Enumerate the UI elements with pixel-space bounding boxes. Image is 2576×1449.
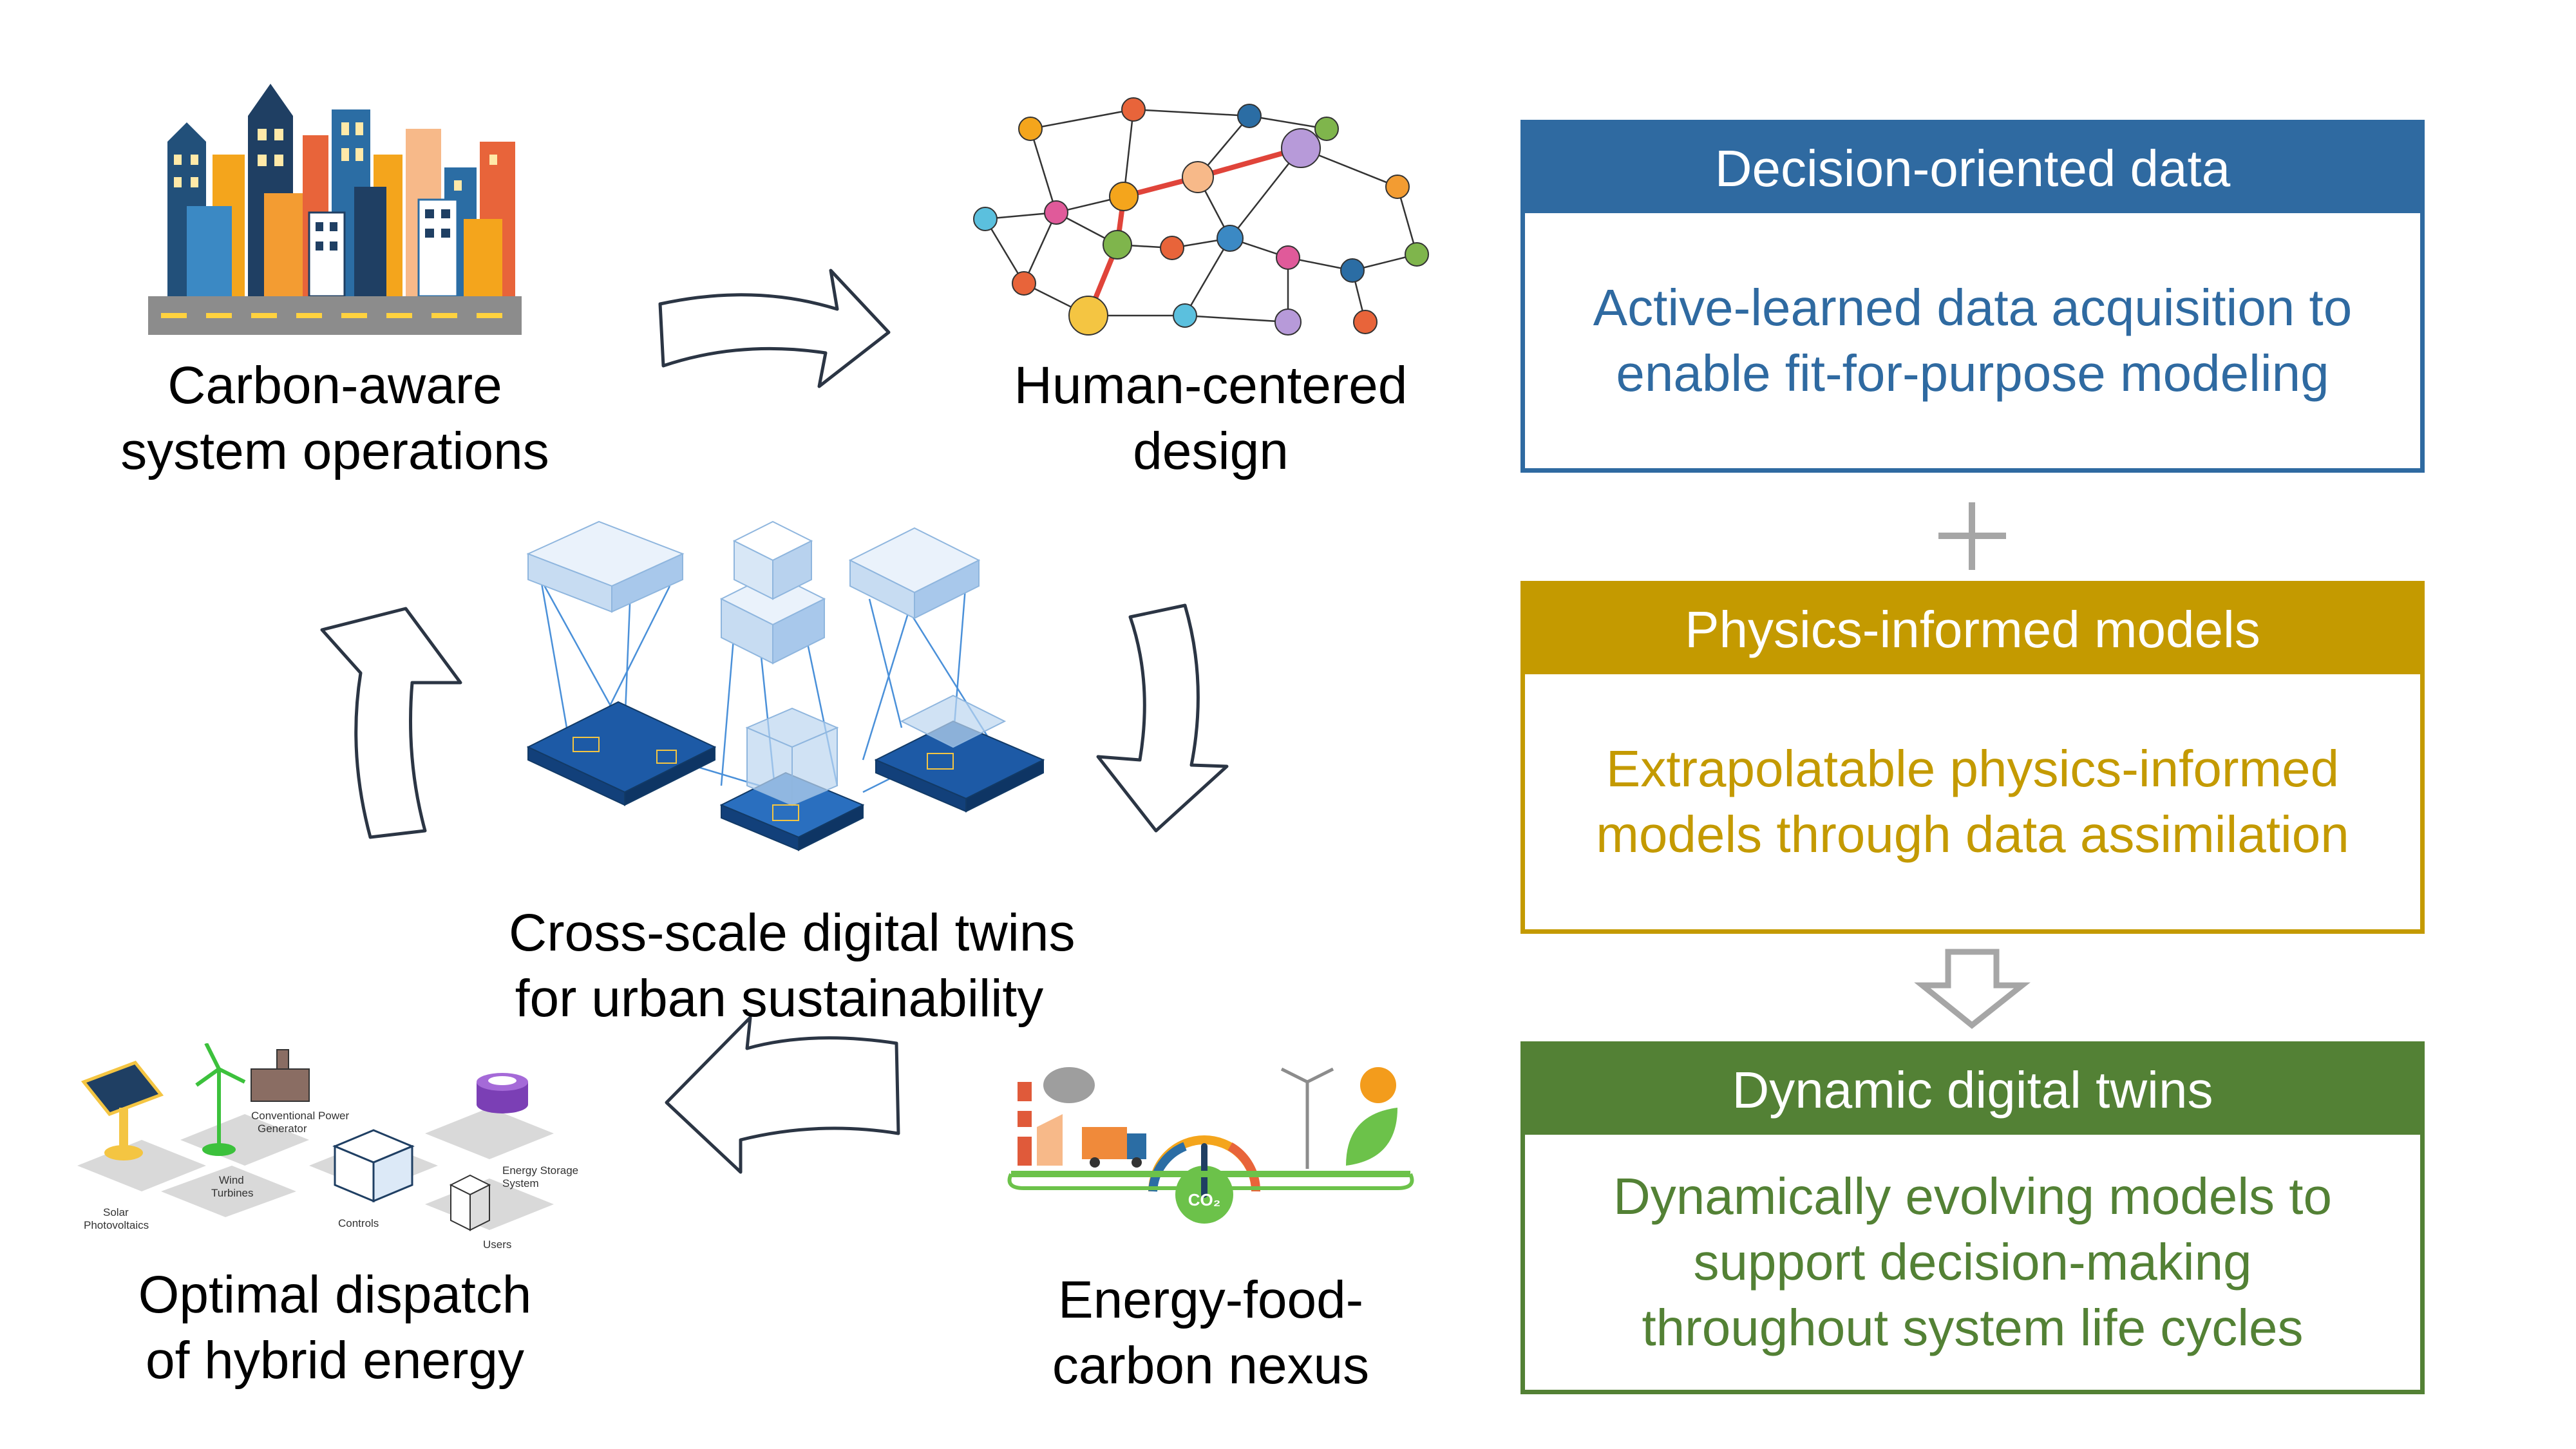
arrow-down-icon — [1096, 603, 1229, 833]
physics-models-line2: models through data assimilation — [1596, 806, 2349, 863]
cycle-arrows — [320, 269, 1229, 1174]
wind-turbine-icon — [195, 1043, 246, 1146]
optimal-dispatch-line1: Optimal dispatch — [138, 1265, 532, 1324]
human-centered-caption: Human-centered design — [947, 353, 1475, 484]
arrow-right-icon — [658, 269, 891, 388]
human-centered-line1: Human-centered — [1014, 356, 1408, 415]
co2-gauge-icon: CO₂ — [1148, 1135, 1261, 1224]
carbon-aware-line1: Carbon-aware — [167, 356, 502, 415]
decision-data-body: Active-learned data acquisition to enabl… — [1525, 213, 2420, 468]
physics-models-box: Physics-informed models Extrapolatable p… — [1520, 581, 2425, 934]
leaf-icon — [1346, 1108, 1397, 1166]
storage-label-line2: System — [502, 1177, 539, 1189]
sun-icon — [1360, 1067, 1396, 1103]
users-building-icon — [449, 1174, 491, 1231]
arrow-up-icon — [320, 607, 462, 839]
wind-label-line2: Turbines — [211, 1187, 254, 1199]
carbon-aware-line2: system operations — [120, 422, 549, 480]
digital-twins-center-caption: Cross-scale digital twins for urban sust… — [509, 900, 1075, 1032]
physics-models-title: Physics-informed models — [1525, 585, 2420, 674]
decision-data-title: Decision-oriented data — [1525, 124, 2420, 213]
wind-label-line1: Wind — [219, 1174, 244, 1186]
wind-turbine-icon — [1280, 1067, 1334, 1169]
dynamic-twins-line3: throughout system life cycles — [1642, 1299, 2304, 1356]
decision-data-box: Decision-oriented data Active-learned da… — [1520, 120, 2425, 473]
physics-models-line1: Extrapolatable physics-informed — [1605, 740, 2340, 797]
conventional-label-line2: Generator — [258, 1122, 307, 1135]
digital-twin-city-illustration — [526, 520, 1045, 851]
people-network-illustration — [973, 97, 1429, 336]
decision-data-line2: enable fit-for-purpose modeling — [1616, 345, 2329, 402]
power-generator-icon — [251, 1049, 310, 1102]
factory-icon — [1018, 1067, 1095, 1166]
conventional-label-line1: Conventional Power — [251, 1110, 349, 1122]
truck-icon — [1082, 1127, 1146, 1168]
controls-icon — [332, 1129, 415, 1203]
optimal-dispatch-line2: of hybrid energy — [145, 1331, 524, 1390]
hybrid-energy-system-illustration: Solar Photovoltaics Wind Turbines Conven… — [77, 1043, 578, 1251]
arrow-left-icon — [665, 1016, 900, 1174]
controls-label: Controls — [338, 1217, 379, 1229]
digital-twins-center-line1: Cross-scale digital twins — [509, 904, 1075, 962]
plus-icon — [1938, 502, 2006, 570]
decision-data-line1: Active-learned data acquisition to — [1593, 279, 2353, 336]
energy-storage-icon — [477, 1073, 528, 1113]
digital-twins-center-line2: for urban sustainability — [515, 969, 1044, 1028]
solar-label-line2: Photovoltaics — [84, 1219, 149, 1231]
nexus-illustration: CO₂ — [1007, 1067, 1414, 1224]
carbon-aware-caption: Carbon-aware system operations — [71, 353, 599, 484]
storage-label-line1: Energy Storage — [502, 1164, 578, 1177]
users-label: Users — [483, 1238, 511, 1251]
solar-label-line1: Solar — [103, 1206, 129, 1218]
down-arrow-icon — [1914, 949, 2031, 1029]
nexus-line1: Energy-food- — [1057, 1271, 1364, 1329]
physics-models-body: Extrapolatable physics-informed models t… — [1525, 674, 2420, 929]
dynamic-twins-line2: support decision-making — [1693, 1233, 2252, 1291]
optimal-dispatch-caption: Optimal dispatch of hybrid energy — [71, 1262, 599, 1394]
nexus-line2: carbon nexus — [1052, 1336, 1370, 1395]
dynamic-twins-line1: Dynamically evolving models to — [1613, 1168, 2332, 1225]
dynamic-twins-body: Dynamically evolving models to support d… — [1525, 1135, 2420, 1390]
co2-label: CO₂ — [1188, 1190, 1221, 1209]
city-skyline-illustration — [148, 84, 522, 335]
dynamic-twins-box: Dynamic digital twins Dynamically evolvi… — [1520, 1041, 2425, 1394]
human-centered-line2: design — [1133, 422, 1289, 480]
nexus-caption: Energy-food- carbon nexus — [947, 1267, 1475, 1399]
solar-panel-icon — [80, 1061, 164, 1160]
dynamic-twins-title: Dynamic digital twins — [1525, 1046, 2420, 1135]
